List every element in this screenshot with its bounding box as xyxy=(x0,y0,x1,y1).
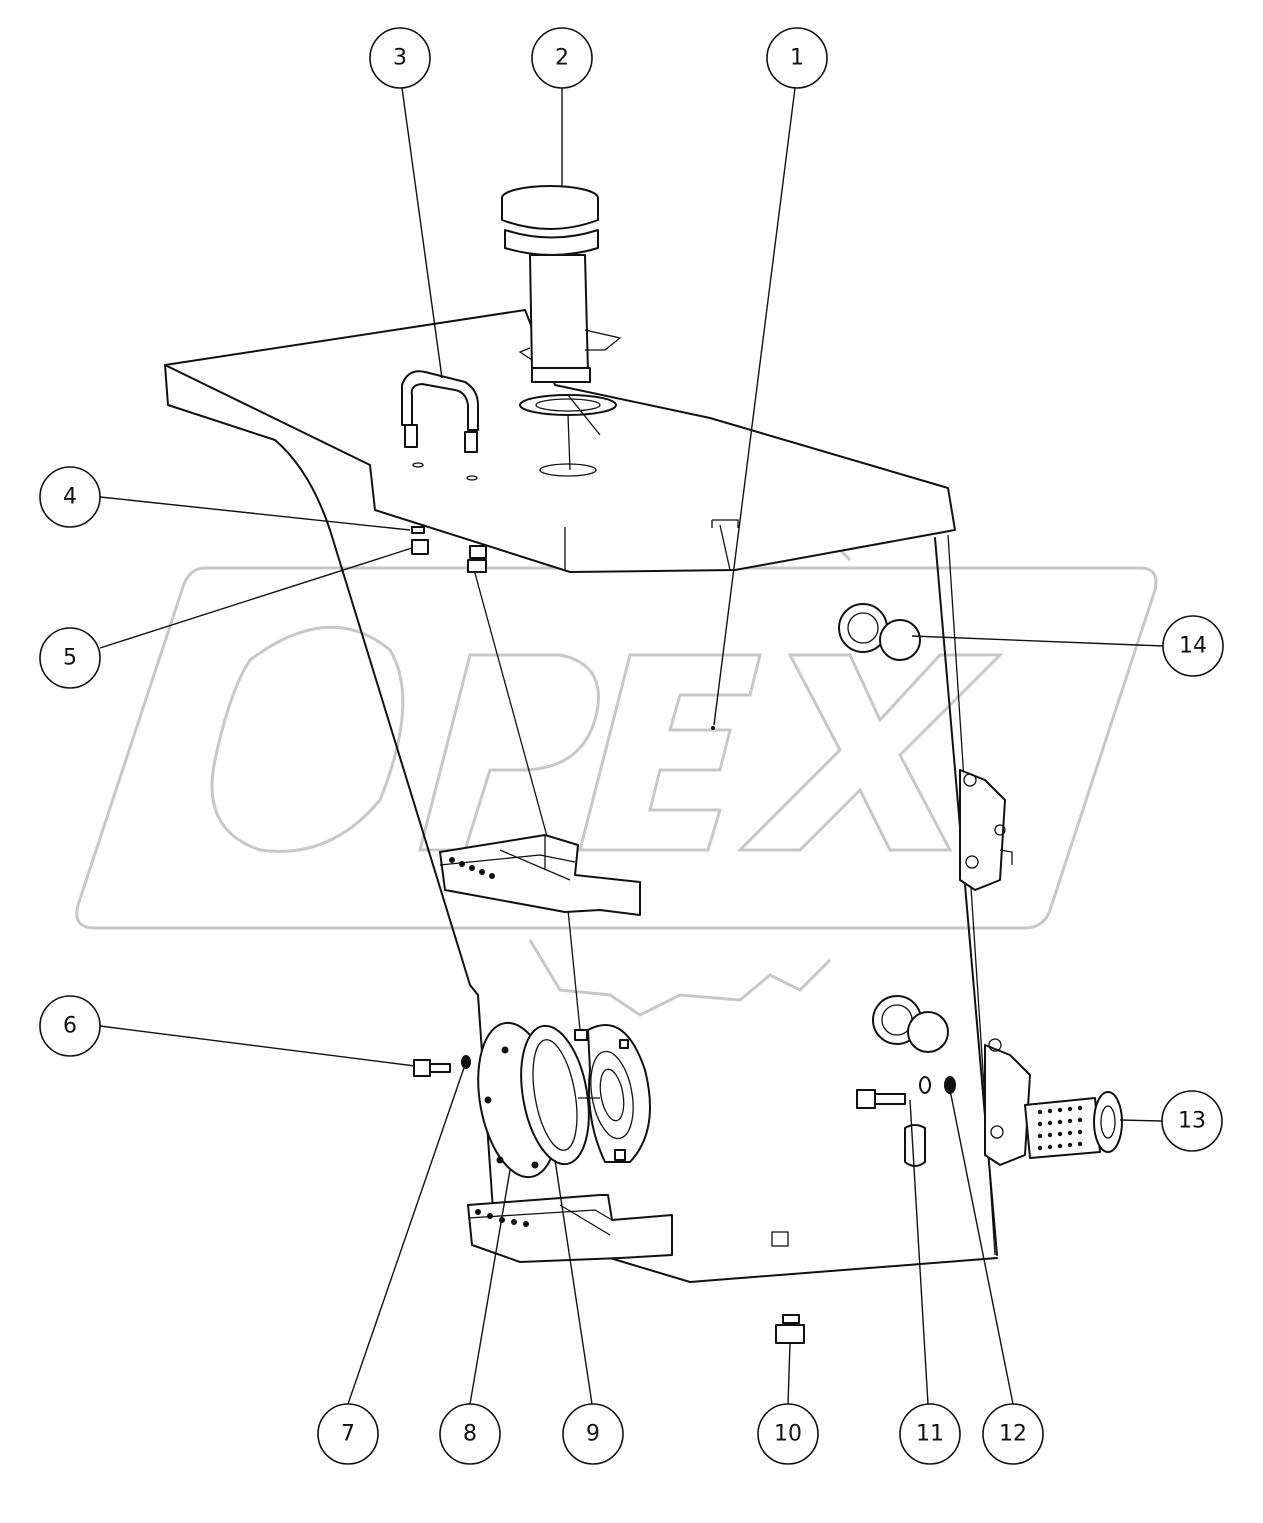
bolt-and-washer-left xyxy=(413,1055,471,1077)
callout-14: 14 xyxy=(1162,615,1224,677)
callout-11: 11 xyxy=(899,1403,961,1465)
upper-bracket xyxy=(439,834,641,916)
bolt-and-washer-right xyxy=(856,1076,956,1167)
lid-fasteners xyxy=(411,526,487,573)
callout-label-8: 8 xyxy=(463,1422,477,1447)
callout-1: 1 xyxy=(766,27,828,89)
callout-label-10: 10 xyxy=(774,1422,802,1447)
suction-strainer xyxy=(1024,1091,1123,1159)
callout-label-11: 11 xyxy=(916,1422,944,1447)
callout-label-4: 4 xyxy=(63,485,77,510)
callout-3: 3 xyxy=(369,27,431,89)
callout-4: 4 xyxy=(39,466,101,528)
right-flanges xyxy=(959,769,1031,1166)
callout-2: 2 xyxy=(531,27,593,89)
side-cover-assembly xyxy=(477,1021,651,1179)
callout-6: 6 xyxy=(39,995,101,1057)
tank-body xyxy=(164,309,998,1283)
drain-plug xyxy=(775,1314,805,1344)
callout-5: 5 xyxy=(39,627,101,689)
callout-13: 13 xyxy=(1161,1090,1223,1152)
callout-label-3: 3 xyxy=(393,46,407,71)
callout-label-13: 13 xyxy=(1178,1109,1206,1134)
callout-7: 7 xyxy=(317,1403,379,1465)
callout-9: 9 xyxy=(562,1403,624,1465)
filler-neck xyxy=(501,185,622,471)
callout-label-5: 5 xyxy=(63,646,77,671)
callout-label-9: 9 xyxy=(586,1422,600,1447)
lower-bracket xyxy=(467,1194,673,1263)
callout-label-1: 1 xyxy=(790,46,804,71)
callout-label-12: 12 xyxy=(999,1422,1027,1447)
breather-pipe xyxy=(401,370,479,453)
callout-12: 12 xyxy=(982,1403,1044,1465)
callout-label-14: 14 xyxy=(1179,634,1207,659)
callout-label-2: 2 xyxy=(555,46,569,71)
callout-label-6: 6 xyxy=(63,1014,77,1039)
callout-8: 8 xyxy=(439,1403,501,1465)
sight-gauges xyxy=(838,603,949,1053)
callout-label-7: 7 xyxy=(341,1422,355,1447)
callout-10: 10 xyxy=(757,1403,819,1465)
leader-lines xyxy=(99,87,1164,1405)
